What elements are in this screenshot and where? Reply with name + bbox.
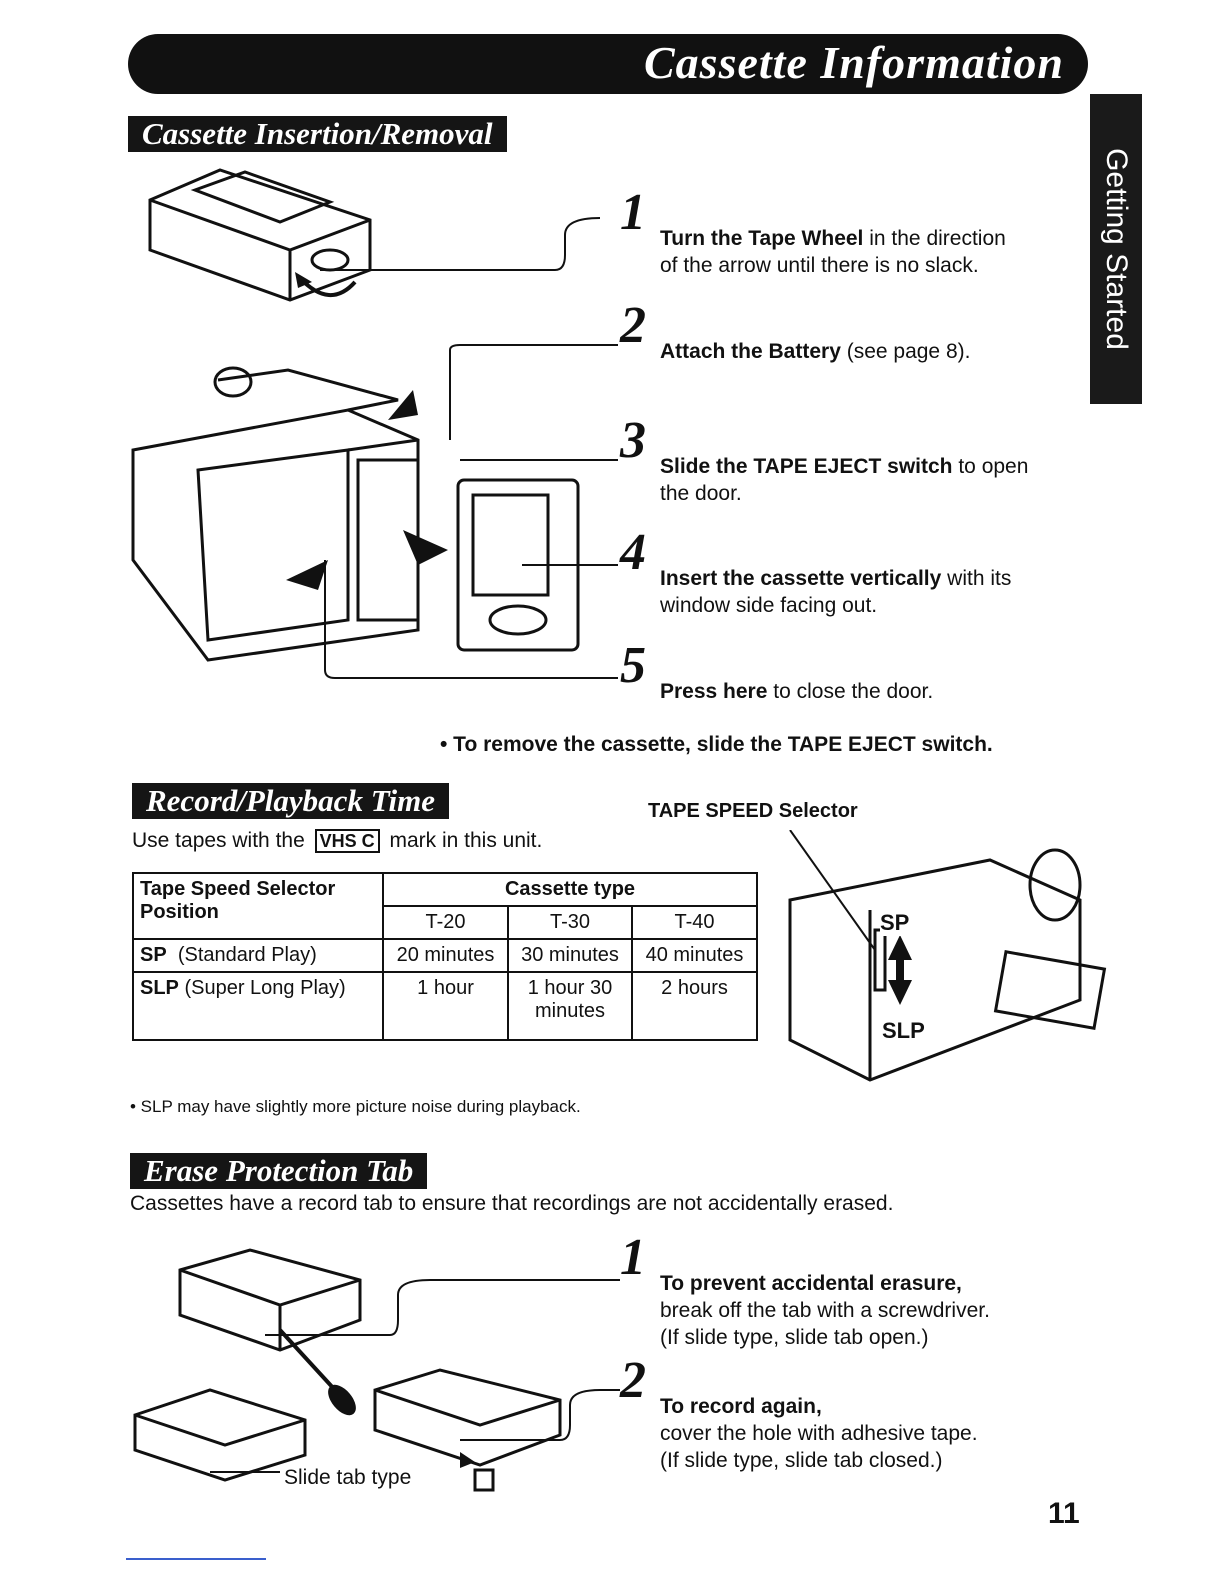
step-text-line3: (If slide type, slide tab open.) [660, 1326, 929, 1349]
step-bold-text: To record again, [660, 1395, 822, 1418]
side-tab: Getting Started [1090, 94, 1142, 404]
remove-cassette-note: • To remove the cassette, slide the TAPE… [440, 733, 993, 756]
table-corner-header: Tape Speed Selector Position [132, 872, 384, 940]
table-column-header: T-20 [382, 905, 509, 940]
step-bold-text: Slide the TAPE EJECT switch [660, 455, 953, 478]
erase-step-2: 2 To record again, cover the hole with a… [620, 1355, 978, 1474]
insertion-step-4: 4 Insert the cassette vertically with it… [620, 527, 1012, 619]
step-number: 5 [620, 637, 646, 694]
step-number: 4 [620, 524, 646, 581]
figure-sp-label: SP [880, 910, 910, 936]
bottom-rule [126, 1558, 266, 1560]
step-number: 3 [620, 412, 646, 469]
step-bold-text: To prevent accidental erasure, [660, 1272, 962, 1295]
table-column-header: T-40 [631, 905, 758, 940]
table-cell: 30 minutes [507, 938, 633, 973]
mode-code: SLP [140, 977, 179, 999]
step-text: to open [952, 455, 1029, 478]
step-number: 1 [620, 184, 646, 241]
erase-heading: Erase Protection Tab [130, 1153, 428, 1189]
table-row: SLP (Super Long Play) 1 hour 1 hour 30 m… [132, 971, 758, 1041]
title-bar: Cassette Information [128, 34, 1088, 94]
insertion-step-5: 5 Press here to close the door. [620, 640, 934, 705]
table-cell: 2 hours [631, 971, 758, 1041]
insertion-step-3: 3 Slide the TAPE EJECT switch to open th… [620, 415, 1029, 507]
page-title: Cassette Information [643, 37, 1064, 88]
table-cell: 1 hour 30 minutes [507, 971, 633, 1041]
use-tapes-pre: Use tapes with the [132, 829, 305, 852]
table-column-row: T-20 T-30 T-40 [133, 905, 758, 940]
table-column-header: T-30 [507, 905, 633, 940]
vhsc-mark-icon: VHS C [314, 829, 380, 853]
step-number: 1 [620, 1229, 646, 1286]
step-text-line2: break off the tab with a screwdriver. [660, 1299, 990, 1322]
erase-intro-text: Cassettes have a record tab to ensure th… [130, 1192, 894, 1215]
step-callout-lines [320, 217, 618, 679]
slp-noise-note: • SLP may have slightly more picture noi… [130, 1097, 581, 1116]
step-text-line2: cover the hole with adhesive tape. [660, 1422, 978, 1445]
figure-slp-label: SLP [882, 1018, 925, 1044]
table-cell: 40 minutes [631, 938, 758, 973]
mode-desc: (Super Long Play) [184, 977, 346, 999]
tape-speed-selector-label: TAPE SPEED Selector [648, 800, 858, 822]
step-bold-text: Press here [660, 680, 768, 703]
step-text: in the direction [863, 227, 1006, 250]
use-tapes-text: Use tapes with the VHS C mark in this un… [132, 829, 542, 853]
step-number: 2 [620, 297, 646, 354]
slide-tab-type-label: Slide tab type [284, 1466, 412, 1489]
insertion-step-2: 2 Attach the Battery (see page 8). [620, 300, 971, 365]
step-bold-text: Attach the Battery [660, 340, 841, 363]
tape-speed-selector-figure [788, 830, 1107, 1082]
camcorder-insertion-figure [131, 366, 580, 662]
use-tapes-post: mark in this unit. [389, 829, 543, 852]
step-text: to close the door. [767, 680, 934, 703]
mode-code: SP [140, 944, 167, 966]
table-cell: 1 hour [382, 971, 509, 1041]
step-bold-text: Turn the Tape Wheel [660, 227, 864, 250]
page-number: 11 [1048, 1497, 1080, 1530]
table-group-header: Cassette type [382, 872, 758, 907]
erase-step-1: 1 To prevent accidental erasure, break o… [620, 1232, 990, 1351]
table-row-label: SP (Standard Play) [132, 938, 384, 973]
step-text-line2: window side facing out. [660, 594, 878, 617]
step-text-line3: (If slide type, slide tab closed.) [660, 1449, 943, 1472]
table-row: SP (Standard Play) 20 minutes 30 minutes… [132, 938, 758, 973]
erase-tab-figure [133, 1248, 620, 1492]
table-cell: 20 minutes [382, 938, 509, 973]
record-time-table: Tape Speed Selector Position Cassette ty… [132, 872, 758, 1041]
step-text: with its [941, 567, 1012, 590]
table-row-label: SLP (Super Long Play) [132, 971, 384, 1041]
step-bold-text: Insert the cassette vertically [660, 567, 942, 590]
step-text: (see page 8). [840, 340, 971, 363]
step-number: 2 [620, 1352, 646, 1409]
step-text-line2: of the arrow until there is no slack. [660, 254, 979, 277]
insertion-step-1: 1 Turn the Tape Wheel in the direction o… [620, 187, 1006, 279]
record-heading: Record/Playback Time [132, 783, 449, 819]
step-text-line2: the door. [660, 482, 742, 505]
insertion-heading: Cassette Insertion/Removal [128, 116, 507, 152]
mode-desc: (Standard Play) [177, 944, 317, 966]
side-tab-label: Getting Started [1100, 148, 1133, 350]
table-header-row: Tape Speed Selector Position Cassette ty… [132, 872, 758, 940]
